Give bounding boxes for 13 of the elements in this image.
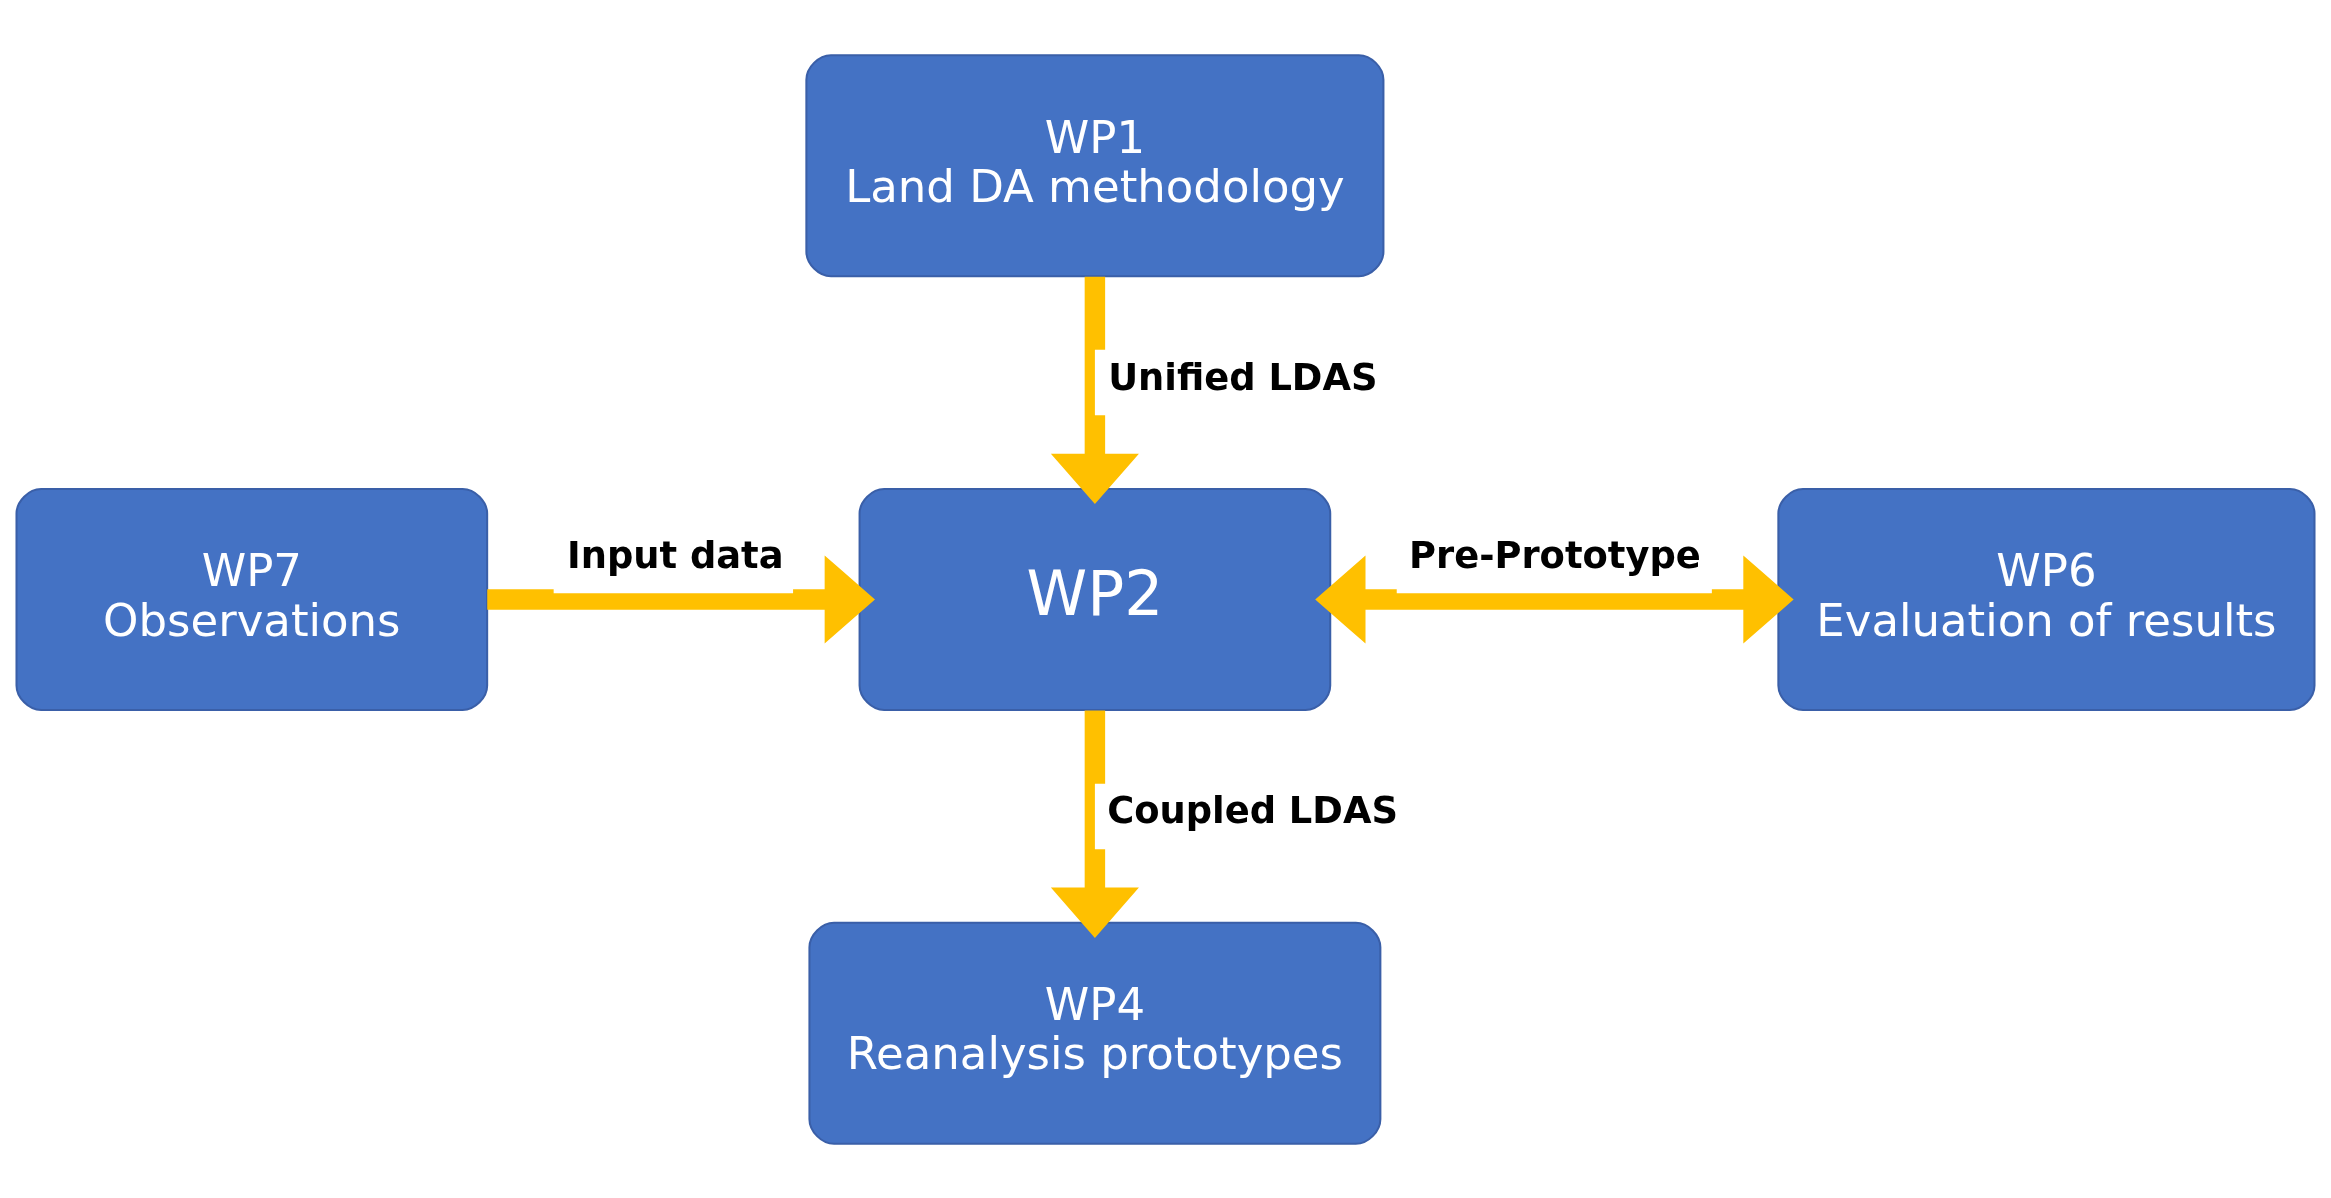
arrow xyxy=(1050,276,1139,504)
edge-label: Coupled LDAS xyxy=(1107,788,1398,832)
node-box: WP7 Observations xyxy=(15,487,489,711)
arrow xyxy=(487,554,875,644)
node-box: WP4 Reanalysis prototypes xyxy=(808,921,1382,1145)
node-box: WP1 Land DA methodology xyxy=(805,53,1385,277)
edge-label: Pre-Prototype xyxy=(1409,533,1701,577)
arrow xyxy=(1050,710,1139,938)
edge-label: Input data xyxy=(566,533,784,577)
node-box: WP6 Evaluation of results xyxy=(1777,487,2316,711)
edge-label: Unified LDAS xyxy=(1108,355,1378,399)
node-box: WP2 xyxy=(858,487,1332,711)
arrow xyxy=(1315,554,1794,644)
